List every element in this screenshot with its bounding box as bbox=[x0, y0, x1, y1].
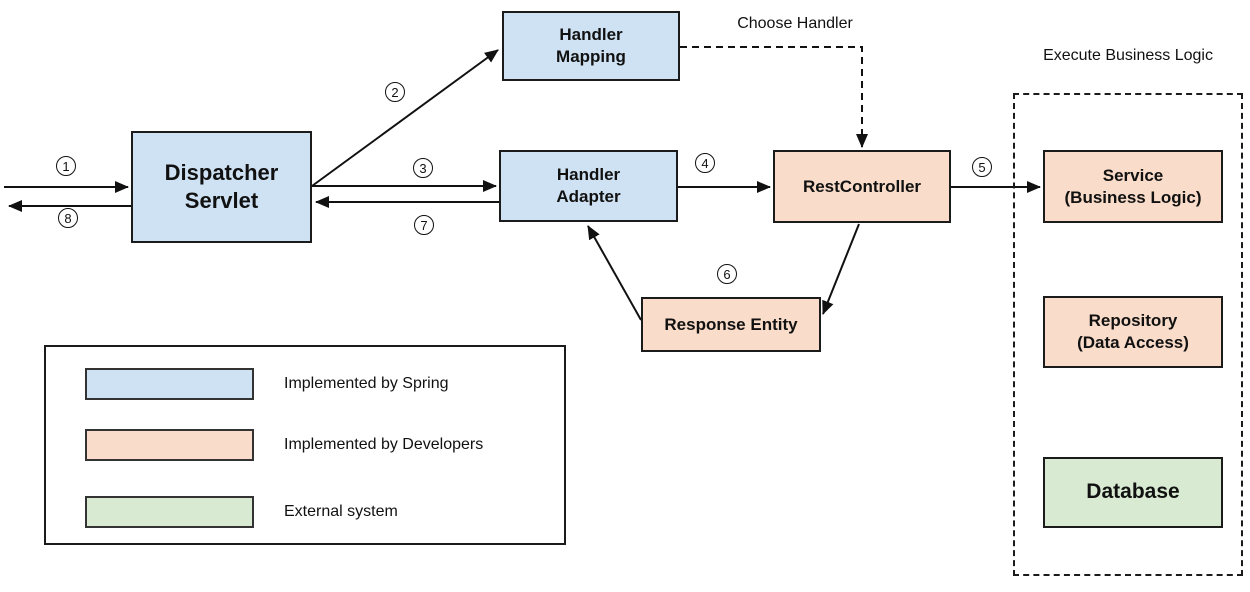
legend-label-spring: Implemented by Spring bbox=[284, 375, 449, 392]
response-entity-node: Response Entity bbox=[641, 297, 821, 352]
database-node: Database bbox=[1043, 457, 1223, 528]
legend-item-external: External system bbox=[85, 496, 398, 528]
step-8-badge: 8 bbox=[58, 208, 78, 228]
legend-item-developers: Implemented by Developers bbox=[85, 429, 483, 461]
service-node: Service (Business Logic) bbox=[1043, 150, 1223, 223]
step-7-badge: 7 bbox=[414, 215, 434, 235]
legend-swatch-developers bbox=[85, 429, 254, 461]
arrow-choose-handler-dashed bbox=[680, 46, 868, 148]
legend-swatch-external bbox=[85, 496, 254, 528]
handler-mapping-node: Handler Mapping bbox=[502, 11, 680, 81]
legend-swatch-spring bbox=[85, 368, 254, 400]
step-1-badge: 1 bbox=[56, 156, 76, 176]
step-5-badge: 5 bbox=[972, 157, 992, 177]
step-4-badge: 4 bbox=[695, 153, 715, 173]
step-6-badge: 6 bbox=[717, 264, 737, 284]
execute-business-logic-label: Execute Business Logic bbox=[1043, 47, 1213, 64]
choose-handler-label: Choose Handler bbox=[737, 15, 853, 32]
rest-controller-node: RestController bbox=[773, 150, 951, 223]
legend-box: Implemented by Spring Implemented by Dev… bbox=[44, 345, 566, 545]
dispatcher-servlet-node: Dispatcher Servlet bbox=[131, 131, 312, 243]
repository-node: Repository (Data Access) bbox=[1043, 296, 1223, 368]
handler-adapter-node: Handler Adapter bbox=[499, 150, 678, 222]
step-3-badge: 3 bbox=[413, 158, 433, 178]
step-2-badge: 2 bbox=[385, 82, 405, 102]
legend-label-external: External system bbox=[284, 503, 398, 520]
arrow-6-response-entity-to-handler-adapter bbox=[587, 225, 642, 321]
arrow-rest-controller-to-response-entity bbox=[822, 223, 860, 315]
legend-item-spring: Implemented by Spring bbox=[85, 368, 449, 400]
business-logic-group bbox=[1013, 93, 1243, 576]
arrow-2-to-handler-mapping bbox=[311, 49, 499, 187]
legend-label-developers: Implemented by Developers bbox=[284, 436, 484, 453]
